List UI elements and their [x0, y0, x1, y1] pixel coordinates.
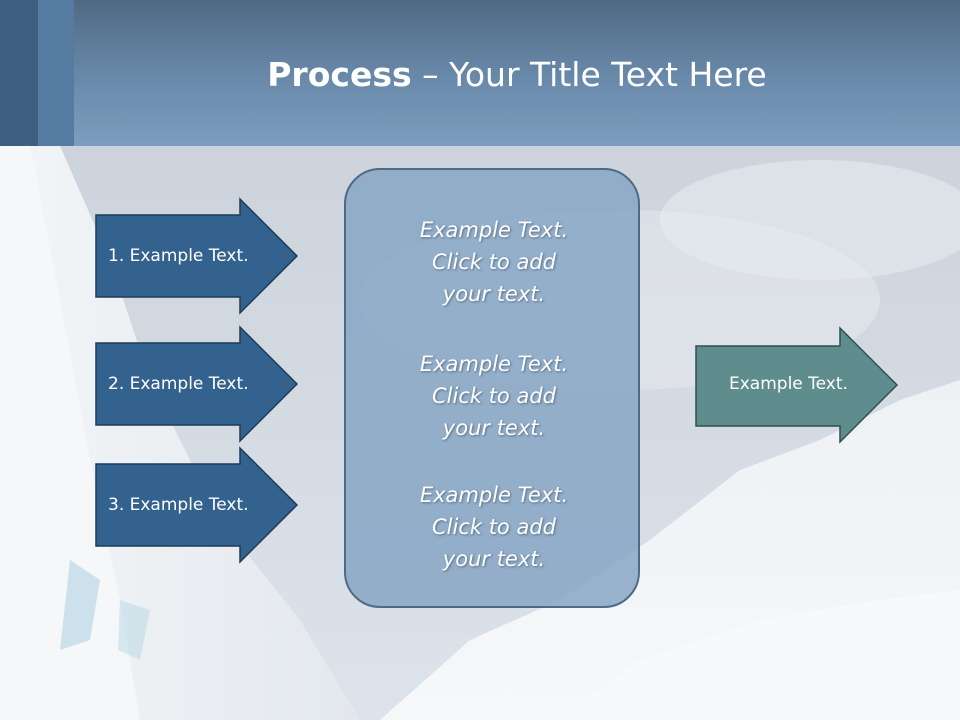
output-label: Example Text.: [729, 374, 848, 394]
header-accent-stripe-light: [38, 0, 74, 146]
center-line: your text.: [442, 547, 546, 571]
output-arrow[interactable]: Example Text.: [695, 326, 899, 444]
center-line: Example Text.: [419, 483, 569, 507]
center-line: Click to add: [431, 250, 556, 274]
header-accent-stripe: [0, 0, 38, 146]
center-text-block-1: Example Text. Click to add your text.: [346, 214, 642, 310]
center-line: Click to add: [431, 384, 556, 408]
center-line: Click to add: [431, 515, 556, 539]
center-line: your text.: [442, 282, 546, 306]
step-label-2: 2. Example Text.: [108, 374, 249, 394]
arrow-shape: [95, 325, 299, 443]
arrow-shape: [95, 446, 299, 564]
slide-title[interactable]: Process – Your Title Text Here: [74, 52, 960, 98]
step-arrow-1[interactable]: 1. Example Text.: [95, 197, 299, 315]
title-bold: Process: [267, 55, 412, 94]
header-band: Process – Your Title Text Here: [0, 0, 960, 146]
center-line: your text.: [442, 416, 546, 440]
step-arrow-3[interactable]: 3. Example Text.: [95, 446, 299, 564]
center-text-block-2: Example Text. Click to add your text.: [346, 348, 642, 444]
arrow-shape: [95, 197, 299, 315]
step-label-1: 1. Example Text.: [108, 246, 249, 266]
title-rest: – Your Title Text Here: [411, 55, 767, 94]
step-arrow-2[interactable]: 2. Example Text.: [95, 325, 299, 443]
center-text-block-3: Example Text. Click to add your text.: [346, 479, 642, 575]
center-process-box[interactable]: Example Text. Click to add your text. Ex…: [344, 168, 640, 608]
step-label-3: 3. Example Text.: [108, 495, 249, 515]
center-line: Example Text.: [419, 352, 569, 376]
center-line: Example Text.: [419, 218, 569, 242]
arrow-shape: [695, 326, 899, 444]
